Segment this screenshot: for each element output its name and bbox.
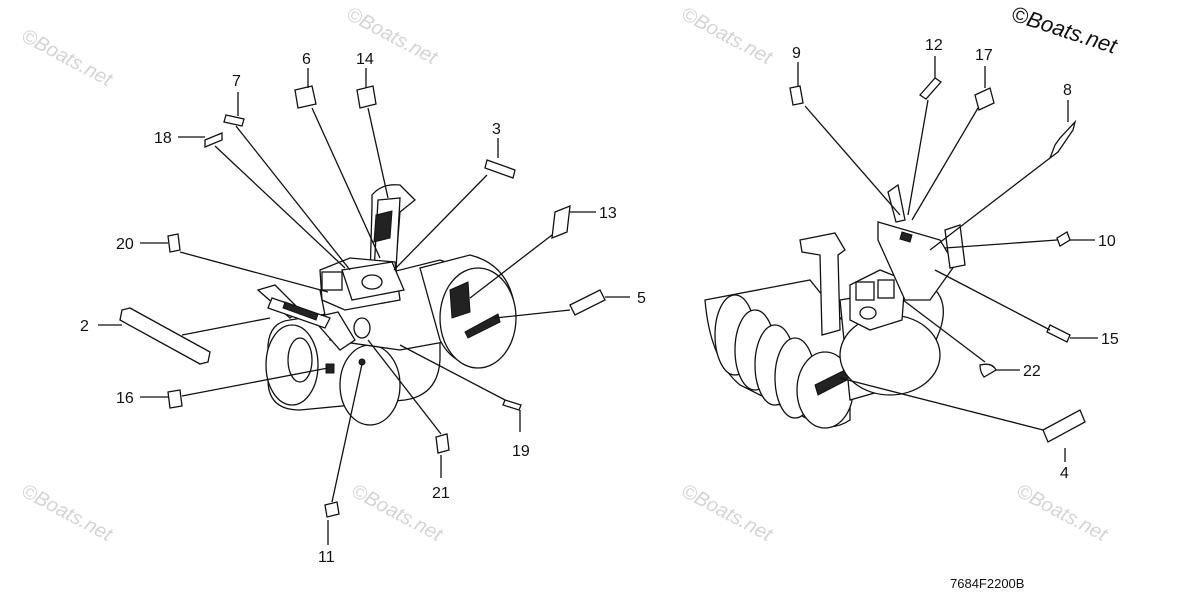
- callout-19: 19: [512, 443, 530, 460]
- decal-10-shape: [1056, 231, 1071, 247]
- callout-11: 11: [318, 549, 335, 566]
- decal-2-shape: [119, 307, 211, 365]
- callout-8: 8: [1063, 82, 1072, 99]
- callout-2: 2: [80, 318, 89, 335]
- decal-6-shape: [294, 85, 317, 109]
- decal-shapes-right: [789, 77, 1086, 443]
- decal-shapes-left: [119, 85, 606, 518]
- snowblower-left-illustration: [256, 184, 517, 426]
- callout-9: 9: [792, 45, 801, 62]
- callout-6: 6: [302, 51, 311, 68]
- callout-18: 18: [154, 130, 172, 147]
- leader-lines-left: [98, 68, 630, 545]
- watermark: ©Boats.net: [678, 480, 777, 547]
- copyright-mark: ©Boats.net: [1008, 1, 1120, 59]
- decal-20-shape: [167, 233, 181, 253]
- decal-14-shape: [356, 85, 377, 109]
- decal-21-shape: [435, 433, 450, 454]
- decal-17-shape: [974, 87, 995, 111]
- callout-21: 21: [432, 485, 450, 502]
- callout-16: 16: [116, 390, 134, 407]
- callout-10: 10: [1098, 233, 1116, 250]
- callout-4: 4: [1060, 465, 1069, 482]
- decal-5-shape: [569, 289, 606, 316]
- watermark: ©Boats.net: [18, 25, 117, 92]
- decal-3-shape: [484, 159, 516, 179]
- callout-17: 17: [975, 47, 993, 64]
- decal-13-shape: [551, 204, 571, 240]
- callout-numbers: 2 3 4 5 6 7 8 9 10 11 12 13 14 15 16 17 …: [80, 37, 1119, 566]
- callout-14: 14: [356, 51, 374, 68]
- leader-lines-right: [797, 56, 1098, 462]
- callout-5: 5: [637, 290, 646, 307]
- callout-15: 15: [1101, 331, 1119, 348]
- decal-4-shape: [1042, 409, 1086, 443]
- decal-22-shape: [979, 363, 997, 378]
- diagram-code: 7684F2200B: [950, 576, 1024, 591]
- decal-12-shape: [919, 77, 942, 100]
- watermark: ©Boats.net: [18, 480, 117, 547]
- callout-7: 7: [232, 73, 241, 90]
- callout-13: 13: [599, 205, 617, 222]
- decal-7-shape: [223, 114, 245, 127]
- watermark: ©Boats.net: [678, 3, 777, 70]
- callout-20: 20: [116, 236, 134, 253]
- snowblower-right-illustration: [704, 183, 966, 429]
- decal-19-shape: [502, 399, 522, 411]
- decal-18-shape: [204, 132, 223, 148]
- decal-8-shape: [1048, 119, 1077, 160]
- watermark: ©Boats.net: [1013, 480, 1112, 547]
- decal-11-shape: [324, 501, 340, 518]
- decal-15-shape: [1046, 324, 1071, 343]
- callout-3: 3: [492, 121, 501, 138]
- callout-22: 22: [1023, 363, 1041, 380]
- decal-9-shape: [789, 85, 804, 106]
- callout-12: 12: [925, 37, 943, 54]
- decal-16-shape: [167, 389, 183, 409]
